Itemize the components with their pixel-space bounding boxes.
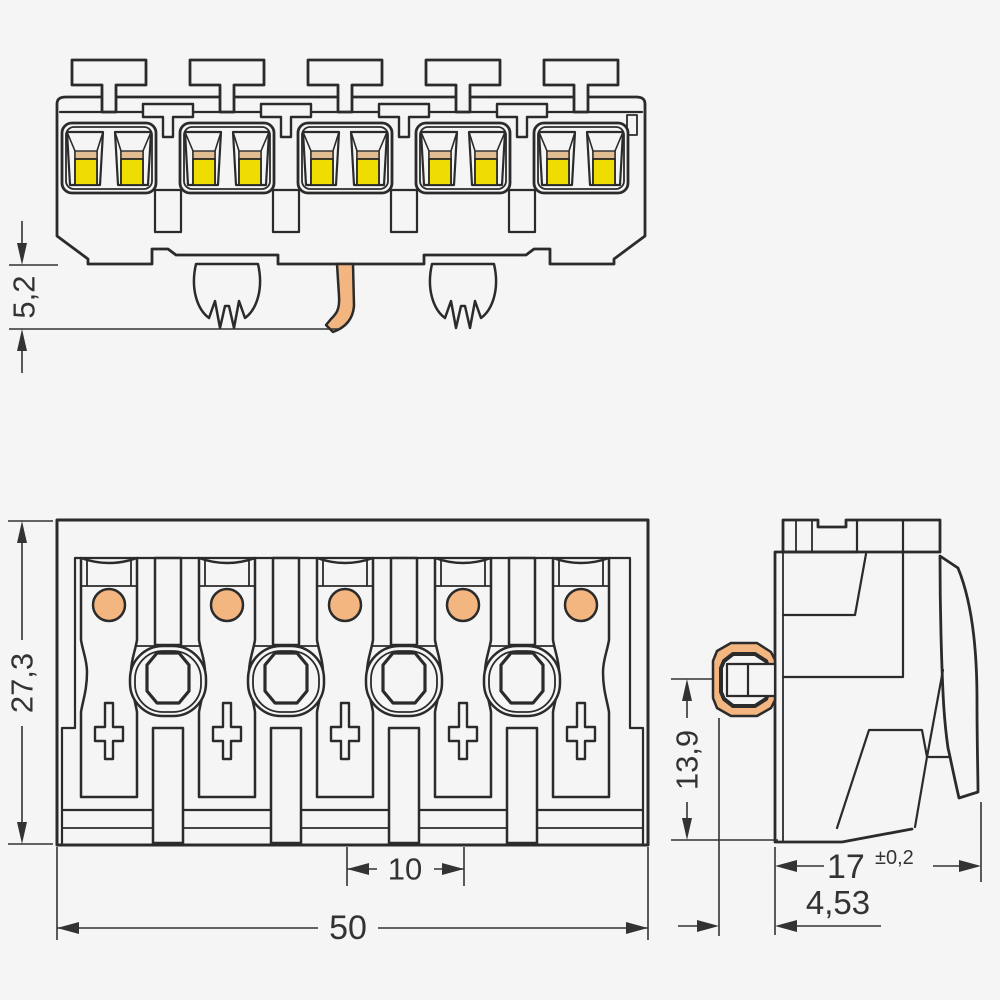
wire-channel-5 (551, 556, 611, 799)
side-push-button (781, 518, 942, 554)
dim-label-5-2: 5,2 (7, 275, 42, 318)
dim-label-50: 50 (329, 909, 367, 947)
snap-in-foot (428, 262, 498, 330)
end-slot (626, 114, 638, 136)
fixing-clip-core (725, 662, 777, 698)
dimension-front-height: 27,3 (5, 520, 53, 845)
dimension-depth: 17 ±0,2 (774, 802, 982, 935)
dimension-total-width: 50 (56, 847, 649, 947)
pole-4 (414, 58, 512, 195)
vent-slot (507, 188, 537, 234)
vent-slot (153, 188, 183, 234)
snap-in-foot (192, 262, 262, 330)
pole-3 (296, 58, 394, 195)
dim-label-13-9: 13,9 (670, 730, 705, 790)
dim-label-27-3: 27,3 (5, 653, 40, 713)
dimension-snap-foot-height: 5,2 (7, 221, 340, 373)
pole-2 (178, 58, 276, 195)
dimension-mount-offset: 4,53 (678, 718, 881, 936)
vent-slot (389, 188, 419, 234)
side-view (711, 518, 980, 844)
fixing-hook (324, 262, 356, 334)
dim-label-17: 17 (827, 848, 865, 886)
dimension-pole-pitch: 10 (346, 847, 465, 887)
flex-latch-leg (938, 554, 980, 800)
front-view (55, 518, 650, 847)
vent-slot (271, 188, 301, 234)
pole-5 (532, 58, 630, 195)
wire-channel-3 (315, 556, 375, 799)
dim-label-4-53: 4,53 (806, 884, 870, 921)
dim-label-tolerance: ±0,2 (875, 847, 914, 869)
wire-channel-1 (79, 556, 139, 799)
wire-channel-2 (197, 556, 257, 799)
wire-channel-4 (433, 556, 493, 799)
top-view (55, 58, 647, 334)
dim-label-10: 10 (388, 852, 422, 887)
dimension-side-mount-height: 13,9 (670, 678, 778, 841)
pole-1 (60, 58, 158, 195)
